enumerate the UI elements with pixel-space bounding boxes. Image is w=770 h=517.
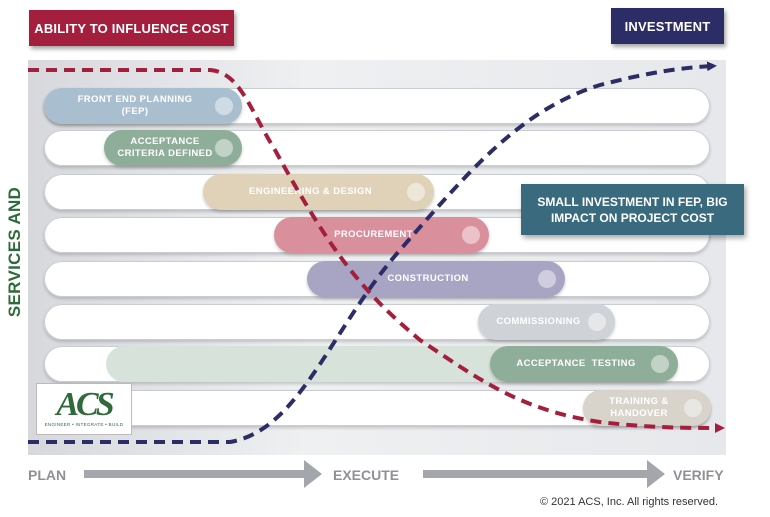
phase-dot-icon (462, 226, 480, 244)
phase-front-end-planning: FRONT END PLANNING(FEP) (44, 88, 242, 124)
phase-label: HANDOVER (610, 408, 668, 419)
phase-label: ACCEPTANCE (130, 136, 200, 147)
ability-to-influence-cost-label: ABILITY TO INFLUENCE COST (29, 10, 234, 46)
callout-text: IMPACT ON PROJECT COST (550, 210, 715, 225)
phase-engineering-design: ENGINEERING & DESIGN (203, 174, 434, 210)
phase-dot-icon (215, 97, 233, 115)
phase-dot-icon (215, 139, 233, 157)
phase-dot-icon (588, 313, 606, 331)
phase-dot-icon (538, 270, 556, 288)
callout-text: SMALL INVESTMENT IN FEP, BIG (537, 194, 728, 209)
arrow-execute-to-verify (423, 460, 665, 488)
cost-influence-curve (28, 68, 725, 433)
phase-training-handover: TRAINING &HANDOVER (583, 390, 711, 426)
phase-label: ENGINEERING & DESIGN (248, 186, 373, 197)
axis-label-execute: EXECUTE (333, 467, 400, 483)
logo-tagline: ENGINEER • INTEGRATE • BUILD (44, 422, 124, 427)
phase-procurement: PROCUREMENT (274, 217, 489, 253)
phase-commissioning: COMMISSIONING (478, 304, 615, 340)
phase-label: ACCEPTANCE TESTING (516, 358, 636, 369)
phase-construction: CONSTRUCTION (307, 261, 565, 297)
phase-dot-icon (651, 355, 669, 373)
axis-label-verify: VERIFY (673, 467, 724, 483)
arrow-plan-to-execute (84, 460, 322, 488)
acs-logo: ACS ENGINEER • INTEGRATE • BUILD (36, 383, 132, 435)
phase-label: TRAINING & (609, 396, 669, 407)
logo-text: ACS (56, 386, 114, 423)
phase-label: CONSTRUCTION (387, 273, 469, 284)
phase-label: FRONT END PLANNING (77, 94, 193, 105)
axis-label-plan: PLAN (28, 467, 67, 483)
phase-dot-icon (684, 399, 702, 417)
phase-acceptance-testing: ACCEPTANCE TESTING (490, 346, 678, 382)
investment-label: INVESTMENT (611, 8, 724, 44)
copyright-notice: © 2021 ACS, Inc. All rights reserved. (540, 496, 719, 508)
chart-background (28, 60, 726, 455)
investment-curve (28, 61, 717, 444)
phase-label: (FEP) (121, 106, 149, 117)
phase-label: COMMISSIONING (496, 316, 581, 327)
phase-label: CRITERIA DEFINED (117, 148, 213, 159)
phase-dot-icon (407, 183, 425, 201)
phase-label: PROCUREMENT (334, 229, 413, 240)
timeline-arrows (84, 460, 665, 488)
